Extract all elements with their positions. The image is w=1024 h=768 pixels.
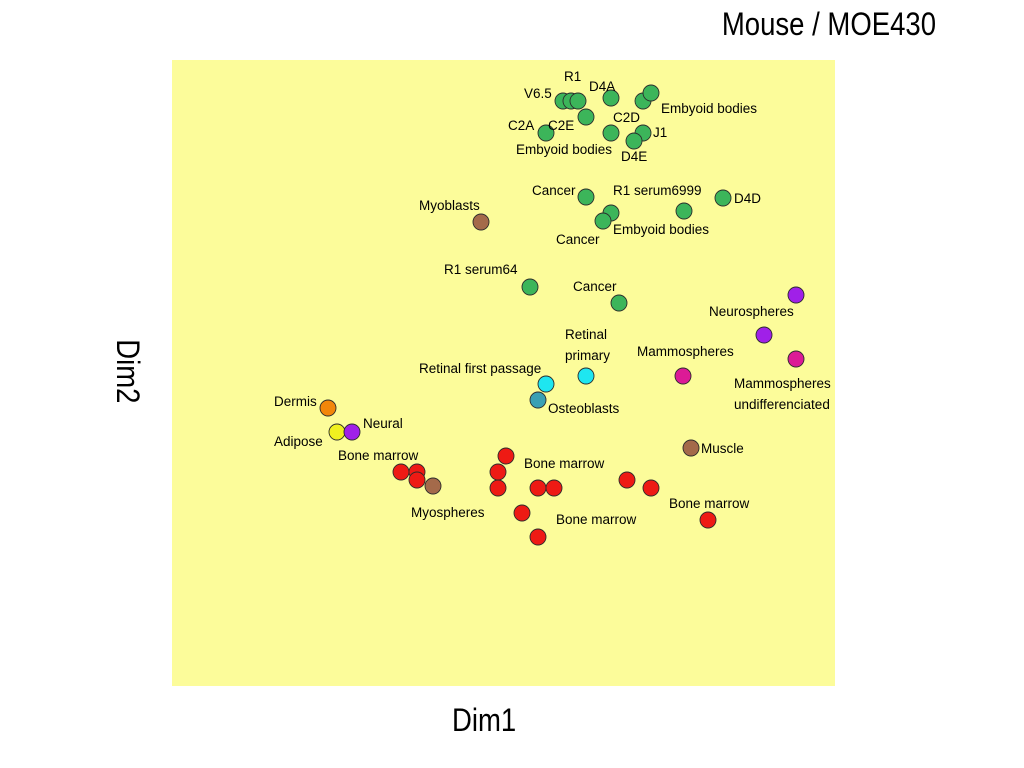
point-label: Bone marrow [524,456,605,471]
data-point [392,463,410,481]
data-point [569,92,587,110]
data-point [408,471,426,489]
point-label: Muscle [701,441,744,456]
point-label: D4D [734,191,761,206]
point-label: R1 [564,69,581,84]
data-point [319,399,337,417]
data-point [328,423,346,441]
point-label: C2A [508,118,534,133]
point-label: Cancer [556,232,600,247]
point-label: Bone marrow [669,496,750,511]
data-point [642,84,660,102]
data-point [625,132,643,150]
data-point [682,439,700,457]
x-axis-label: Dim1 [452,702,517,738]
data-point [577,367,595,385]
data-point [424,477,442,495]
point-label: Neurospheres [709,304,794,319]
data-point [674,367,692,385]
y-axis-label: Dim2 [110,339,146,404]
point-label: Bone marrow [338,448,419,463]
data-point [594,212,612,230]
data-point [472,213,490,231]
point-label: Mammospheres [734,376,831,391]
data-point [537,375,555,393]
point-label: Adipose [274,434,323,449]
point-label: Retinal [565,327,607,342]
data-point [787,350,805,368]
data-point [618,471,636,489]
point-label: Embyoid bodies [661,101,757,116]
point-label: C2E [548,118,574,133]
data-point [545,479,563,497]
point-label: D4E [621,149,647,164]
data-point [529,528,547,546]
data-point [489,479,507,497]
point-label: D4A [589,79,615,94]
chart-title: Mouse / MOE430 [721,6,936,42]
data-point [755,326,773,344]
points-layer [319,84,805,546]
point-label: Bone marrow [556,512,637,527]
data-point [521,278,539,296]
point-label: Neural [363,416,403,431]
data-point [577,108,595,126]
point-label: V6.5 [524,86,552,101]
point-label: Embyoid bodies [516,142,612,157]
point-label: Osteoblasts [548,401,620,416]
point-label: primary [565,348,610,363]
data-point [537,124,555,142]
point-label: Mammospheres [637,344,734,359]
data-point [602,89,620,107]
point-label: Myoblasts [419,198,480,213]
data-point [714,189,732,207]
data-point [602,124,620,142]
data-point [675,202,693,220]
data-point [577,188,595,206]
point-label: Embyoid bodies [613,222,709,237]
point-label: R1 serum64 [444,262,518,277]
point-label: C2D [613,110,640,125]
point-label: Dermis [274,394,317,409]
point-label: Cancer [532,183,576,198]
data-point [787,286,805,304]
point-label: Myospheres [411,505,485,520]
data-point [513,504,531,522]
data-point [642,479,660,497]
point-label: R1 serum6999 [613,183,702,198]
point-label: Cancer [573,279,617,294]
data-point [529,391,547,409]
data-point [529,479,547,497]
point-label: undifferenciated [734,397,830,412]
point-label: J1 [653,125,667,140]
data-point [489,463,507,481]
point-label: Retinal first passage [419,361,541,376]
data-point [699,511,717,529]
data-point [610,294,628,312]
plot-area [172,60,835,686]
data-point [343,423,361,441]
data-point [497,447,515,465]
